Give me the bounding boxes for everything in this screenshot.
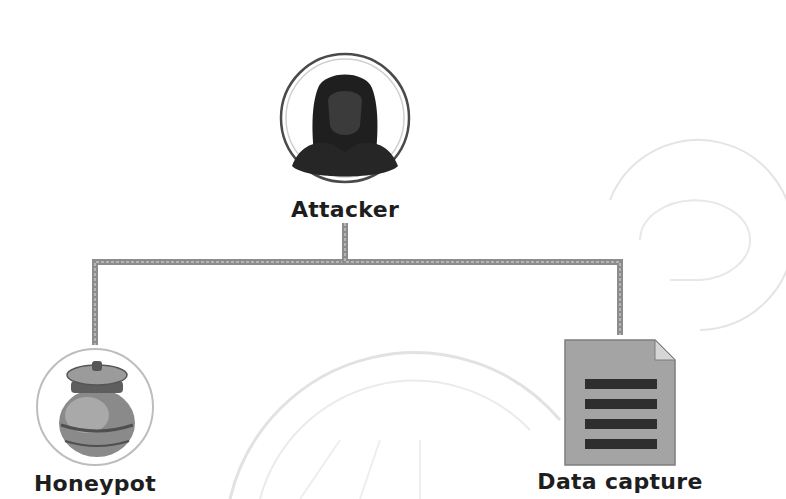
watermark-arc	[610, 140, 786, 330]
watermark-arc	[640, 200, 750, 280]
connector-stroke	[95, 223, 345, 345]
connector-line	[95, 223, 345, 345]
document-fold	[655, 340, 675, 360]
document-bar	[585, 419, 657, 429]
pot-band	[65, 441, 129, 446]
document-sheet	[565, 340, 675, 465]
data-capture-node: Data capture	[530, 335, 710, 495]
document-bar	[585, 379, 657, 389]
connector-texture	[345, 223, 620, 335]
connector-texture	[95, 223, 345, 345]
document-bar	[585, 439, 657, 449]
node-label: Attacker	[270, 197, 420, 223]
shoulders-shape	[292, 143, 398, 177]
node-label: Data capture	[530, 469, 710, 495]
icon-circle	[37, 349, 153, 465]
watermark-rays	[300, 440, 420, 499]
pot-body	[59, 389, 135, 457]
connector-line	[345, 223, 620, 335]
avatar-circle	[281, 54, 409, 182]
pot-knob	[92, 361, 102, 371]
avatar-ring	[286, 59, 404, 177]
document-bar	[585, 399, 657, 409]
connector-stroke	[345, 223, 620, 335]
node-icon	[270, 48, 420, 223]
pot-band	[61, 425, 133, 431]
face-shape	[328, 91, 362, 135]
watermark-arc	[230, 353, 560, 499]
attacker-node: Attacker	[270, 48, 420, 223]
honeypot-node: Honeypot	[5, 345, 185, 497]
node-label: Honeypot	[5, 471, 185, 497]
watermark-arc	[260, 381, 530, 499]
